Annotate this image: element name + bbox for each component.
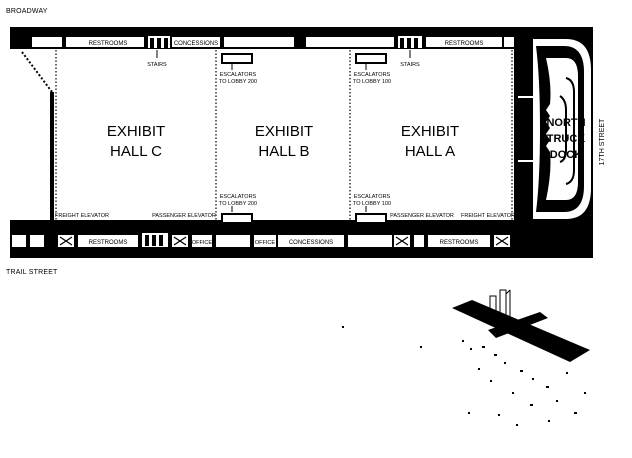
concessions-south <box>278 235 344 247</box>
restrooms-south-east <box>428 235 490 247</box>
escalator-label-as-1: ESCALATORS <box>354 194 391 200</box>
hall-a-label-2: HALL A <box>405 143 455 160</box>
restrooms-label-se: RESTROOMS <box>440 240 479 246</box>
building-locator-graphic <box>342 289 590 426</box>
south-service-band <box>10 220 593 232</box>
street-label-broadway: BROADWAY <box>6 8 48 15</box>
restrooms-north-east <box>426 37 502 47</box>
concessions-north <box>172 37 220 47</box>
escalator-label-bn-2: TO LOBBY 200 <box>219 79 257 85</box>
stairs-label-ne: STAIRS <box>400 62 420 68</box>
escalator-label-bs-1: ESCALATORS <box>220 194 257 200</box>
office-label-w: OFFICE <box>192 240 212 246</box>
dock-label-1: NORTH <box>546 117 585 129</box>
escalator-south-hall-a <box>355 213 387 224</box>
stairs-icon-south <box>142 233 168 247</box>
escalator-label-bs-2: TO LOBBY 200 <box>219 201 257 207</box>
hall-a-label-1: EXHIBIT <box>401 123 459 140</box>
passenger-elevator-label-e: PASSENGER ELEVATOR <box>390 213 454 219</box>
concessions-label-n: CONCESSIONS <box>174 41 218 47</box>
street-label-trail-street: TRAIL STREET <box>6 269 58 276</box>
escalator-south-hall-b <box>221 213 253 224</box>
hall-b-label-2: HALL B <box>258 143 309 160</box>
restrooms-label-sw: RESTROOMS <box>89 240 128 246</box>
freight-elevator-label-w: FREIGHT ELEVATOR <box>55 213 109 219</box>
dock-label-3: DOCK <box>550 149 582 161</box>
stairs-icon-north-east <box>398 36 422 48</box>
escalator-label-as-2: TO LOBBY 100 <box>353 201 391 207</box>
stairs-label-s: STAIRS <box>130 220 150 226</box>
escalator-label-an-2: TO LOBBY 100 <box>353 79 391 85</box>
stairs-icon-north-west <box>148 36 170 48</box>
dock-label-2: TRUCK <box>547 133 586 145</box>
escalator-north-hall-a <box>355 53 387 64</box>
escalator-north-hall-b <box>221 53 253 64</box>
north-wall <box>10 27 593 35</box>
office-west <box>192 235 212 247</box>
escalator-label-bn-1: ESCALATORS <box>220 72 257 78</box>
stairs-label-nw: STAIRS <box>147 62 167 68</box>
hall-c-label-2: HALL C <box>110 143 162 160</box>
office-east <box>254 235 276 247</box>
concessions-label-s: CONCESSIONS <box>289 240 333 246</box>
office-label-e: OFFICE <box>255 240 275 246</box>
escalator-label-an-1: ESCALATORS <box>354 72 391 78</box>
hall-b-label-1: EXHIBIT <box>255 123 313 140</box>
street-label-17th: 17TH STREET <box>599 118 606 165</box>
passenger-elevator-label-w: PASSENGER ELEVATOR <box>152 213 216 219</box>
restrooms-north-west <box>66 37 144 47</box>
restrooms-label-nw: RESTROOMS <box>89 41 128 47</box>
restrooms-south-west <box>78 235 138 247</box>
freight-elevator-label-e: FREIGHT ELEVATOR <box>461 213 515 219</box>
restrooms-label-ne: RESTROOMS <box>445 41 484 47</box>
hall-c-label-1: EXHIBIT <box>107 123 165 140</box>
